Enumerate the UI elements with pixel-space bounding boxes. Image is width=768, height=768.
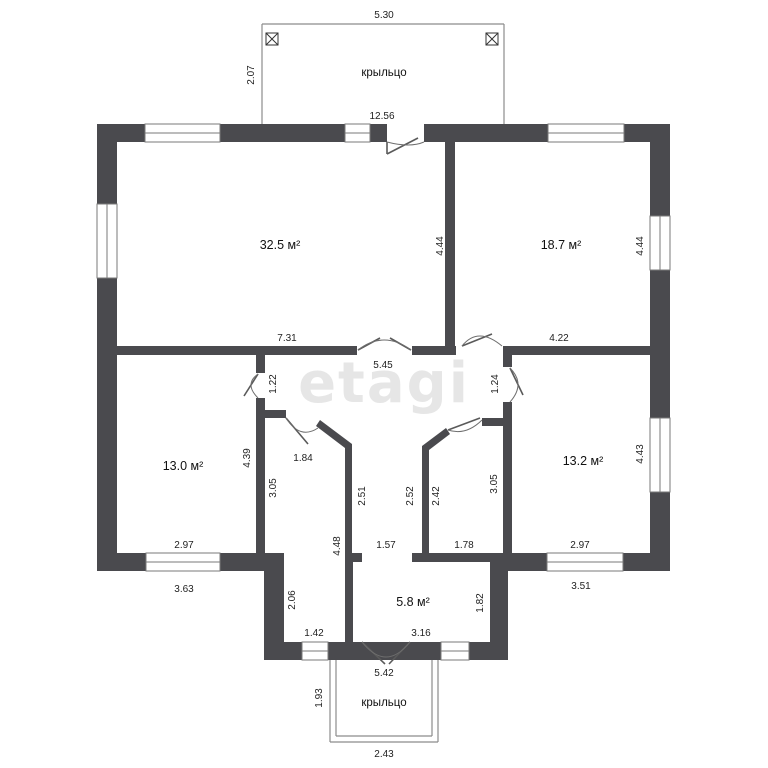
dim-corridor-right-height: 3.05 [489,474,500,494]
dim-bath-height: 1.82 [475,593,486,613]
porch-post-right [485,32,499,46]
dim-porch-top-width: 5.30 [374,10,394,21]
dim-living-height: 4.44 [435,236,446,256]
dim-ne-height: 4.44 [635,236,646,256]
dim-overall-width: 12.56 [369,111,394,122]
porch-bottom [329,660,439,743]
window-top-left [144,123,221,143]
window-bottom-bath [440,641,470,661]
door-corridor-left [285,417,319,445]
dim-hall-bottom-width: 1.57 [376,540,396,551]
window-top-right [547,123,625,143]
dim-sw-height: 4.39 [242,448,253,468]
dim-sw-width: 2.97 [174,540,194,551]
porch-bottom-label: крыльцо [361,697,406,709]
dim-se-width: 2.97 [570,540,590,551]
dim-corridor-left-height: 3.05 [268,478,279,498]
dim-porch-top-depth: 2.07 [246,65,257,85]
windows [96,123,671,661]
dim-porch-bottom-depth: 1.93 [314,688,325,708]
dim-living-width: 7.31 [277,333,297,344]
dim-hall-left-height: 2.51 [357,486,368,506]
window-right-upper [649,215,671,271]
door-living-hall [357,337,412,351]
dim-ne-width: 4.22 [549,333,569,344]
door-closet [447,417,483,433]
area-ne-room: 18.7 м² [541,238,582,252]
door-bath-entry [361,641,411,665]
area-se-room: 13.2 м² [563,454,604,468]
doors [243,137,524,665]
window-top-mid [344,123,371,143]
area-bathroom: 5.8 м² [396,595,430,609]
dim-porch-bottom-width: 2.43 [374,749,394,760]
window-left [96,203,118,279]
porch-top-label: крыльцо [361,67,406,79]
dim-entry-width: 5.42 [374,668,394,679]
door-se-room [509,367,524,403]
watermark-logo: etagi [298,351,470,416]
dim-vestibule-height: 2.06 [287,590,298,610]
dim-hall-width: 5.45 [373,360,393,371]
dim-corridor-door: 1.84 [293,453,313,464]
window-bottom-vestibule [301,641,329,661]
window-bottom-left [145,552,221,572]
dim-right-door-gap: 1.24 [490,374,501,394]
dim-hall-right-height: 2.52 [405,486,416,506]
door-ne-room [461,333,503,347]
dim-vestibule-width: 1.42 [304,628,324,639]
dim-se-outer-width: 3.51 [571,581,591,592]
interior-walls [117,124,650,642]
porch-top [261,23,505,124]
door-sw-room [243,373,259,399]
dim-closet-height: 2.42 [431,486,442,506]
dim-sw-outer-width: 3.63 [174,584,194,595]
door-entrance-top [386,137,425,155]
dim-left-door-gap: 1.22 [268,374,279,394]
window-right-lower [649,417,671,493]
area-living-room: 32.5 м² [260,238,301,252]
dim-corridor-total-height: 4.48 [332,536,343,556]
dim-se-height: 4.43 [635,444,646,464]
dim-closet-width: 1.78 [454,540,474,551]
area-sw-room: 13.0 м² [163,459,204,473]
dim-bath-width: 3.16 [411,628,431,639]
porch-post-left [265,32,279,46]
window-bottom-right [546,552,624,572]
